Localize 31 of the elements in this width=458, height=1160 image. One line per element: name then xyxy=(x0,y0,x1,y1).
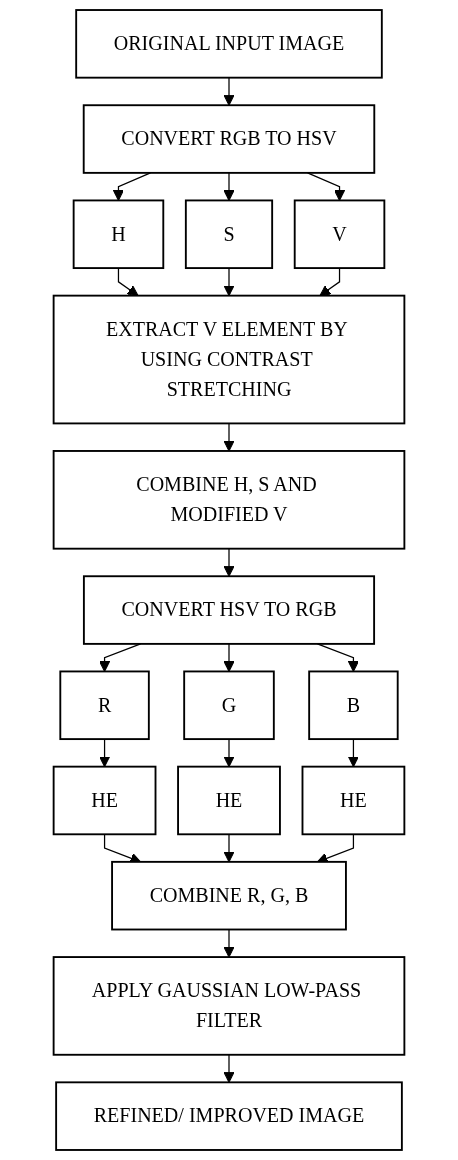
arrow xyxy=(319,267,341,297)
node-box: R xyxy=(59,670,150,741)
arrow xyxy=(223,833,235,863)
node-box: CONVERT HSV TO RGB xyxy=(82,575,376,645)
node-box: HE xyxy=(52,765,157,836)
node-box: COMBINE R, G, B xyxy=(111,860,347,931)
node-box: B xyxy=(308,670,399,741)
arrow xyxy=(223,267,235,297)
node-box: G xyxy=(183,670,275,741)
arrow xyxy=(99,738,111,768)
node-box: CONVERT RGB TO HSV xyxy=(82,104,376,174)
node-box: ORIGINAL INPUT IMAGE xyxy=(75,9,383,79)
arrow xyxy=(223,1054,235,1083)
arrow xyxy=(223,548,235,577)
node-box: S xyxy=(184,199,274,269)
node-box: HE xyxy=(177,765,281,836)
arrow xyxy=(223,172,235,201)
arrow xyxy=(223,422,235,452)
arrow xyxy=(347,738,359,768)
arrow xyxy=(117,267,139,297)
arrow xyxy=(223,77,235,106)
node-box: V xyxy=(293,199,386,269)
node-box: H xyxy=(72,199,165,269)
node-box: APPLY GAUSSIAN LOW-PASS FILTER xyxy=(52,956,406,1056)
node-box: REFINED/ IMPROVED IMAGE xyxy=(55,1081,403,1151)
arrow xyxy=(223,928,235,958)
arrow xyxy=(223,738,235,768)
node-box: HE xyxy=(301,765,406,836)
arrow xyxy=(223,643,235,672)
node-box: EXTRACT V ELEMENT BY USING CONTRAST STRETCHING xyxy=(52,294,406,425)
node-box: COMBINE H, S AND MODIFIED V xyxy=(52,450,406,550)
